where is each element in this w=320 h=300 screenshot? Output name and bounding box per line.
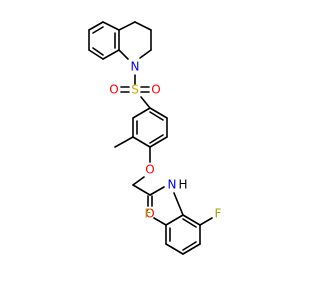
bond — [182, 214, 201, 226]
atom-label-o-sulfonyl-left: O — [109, 83, 118, 97]
bond — [149, 134, 164, 144]
bond — [165, 243, 184, 255]
bond — [139, 49, 152, 59]
atom-label-f-right: F — [215, 207, 222, 221]
bond — [132, 184, 151, 196]
bond — [132, 107, 151, 119]
bond — [88, 21, 104, 31]
bond — [165, 214, 184, 226]
bond — [173, 192, 184, 216]
atom-label-n-amide: N — [168, 178, 177, 192]
bond — [114, 136, 134, 148]
atom-label-o-carbonyl: O — [145, 207, 154, 221]
bond — [118, 21, 136, 31]
bond — [182, 243, 201, 255]
bond — [149, 136, 168, 148]
atom-label-n-ring: N — [131, 60, 140, 74]
bond — [182, 241, 197, 251]
bond — [132, 176, 145, 186]
structure-canvas: N S O O O O N H F F — [88, 21, 222, 255]
bond — [149, 107, 168, 119]
bond — [134, 21, 152, 31]
bond — [132, 136, 151, 148]
bond — [92, 47, 104, 56]
atom-label-s: S — [131, 83, 139, 97]
bond — [149, 186, 165, 196]
bond — [140, 96, 151, 109]
bond — [88, 49, 104, 60]
bond — [153, 217, 167, 226]
molecule-drawing: N S O O O O N H F F — [88, 21, 222, 255]
bonds — [88, 21, 213, 255]
bond — [182, 218, 197, 228]
atom-label-h-amide: H — [178, 178, 187, 192]
atom-label-f-left: F — [145, 207, 152, 221]
bond — [149, 111, 164, 121]
bond — [118, 49, 129, 60]
bond — [102, 21, 120, 31]
bond — [92, 26, 104, 34]
atom-label-o-ether: O — [145, 163, 154, 177]
atom-label-o-sulfonyl-right: O — [151, 83, 160, 97]
atom-labels: N S O O O O N H F F — [109, 60, 221, 221]
bond — [199, 217, 213, 226]
bond — [102, 49, 120, 60]
